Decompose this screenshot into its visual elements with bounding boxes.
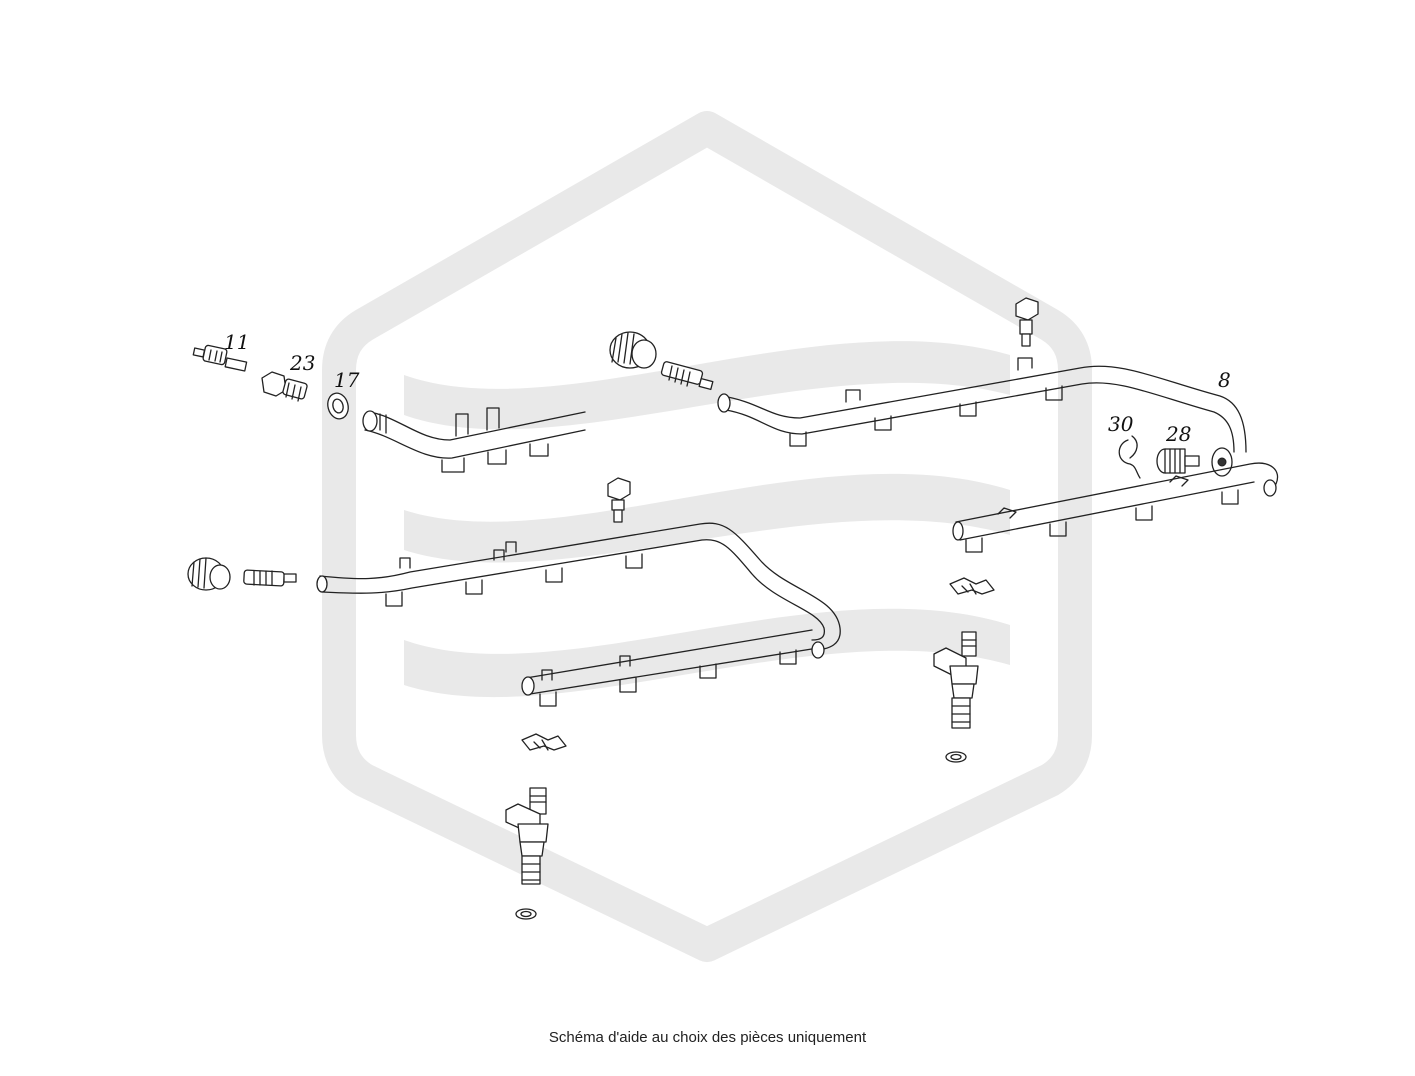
watermark-logo [322,111,1092,962]
part-8-fuel-rail-upper[interactable] [717,357,1247,453]
part-23-fitting[interactable] [261,371,308,402]
injector-left[interactable] [505,787,549,885]
part-label-28: 28 [1165,422,1191,446]
injector-right[interactable] [933,631,979,729]
fuel-rail-left-lower[interactable] [316,522,841,707]
part-17-washer[interactable] [325,391,351,421]
rail-bolt-middle[interactable] [607,477,631,523]
injector-clip-left[interactable] [521,733,567,751]
rail-sensor-lower[interactable] [243,569,297,587]
injector-clip-right[interactable] [949,577,995,595]
injector-seal-left[interactable] [515,908,537,920]
part-11-sensor[interactable] [192,344,248,372]
part-label-8: 8 [1218,368,1231,392]
part-label-17: 17 [334,368,360,392]
fuel-line-upper-left[interactable] [362,407,586,473]
part-28-regulator[interactable] [1156,447,1233,477]
part-label-11: 11 [224,330,249,354]
rail-bolt-upper[interactable] [1015,297,1039,347]
rail-nut-upper[interactable] [609,331,657,369]
rail-nut-lower[interactable] [187,557,231,591]
part-30-clip[interactable] [1118,435,1141,479]
rail-sensor-upper[interactable] [660,361,714,391]
part-label-30: 30 [1108,412,1134,436]
diagram-caption: Schéma d'aide au choix des pièces unique… [548,1029,867,1046]
fuel-rail-right-lower[interactable] [952,462,1279,553]
part-label-23: 23 [289,351,315,375]
injector-seal-right[interactable] [945,751,967,763]
